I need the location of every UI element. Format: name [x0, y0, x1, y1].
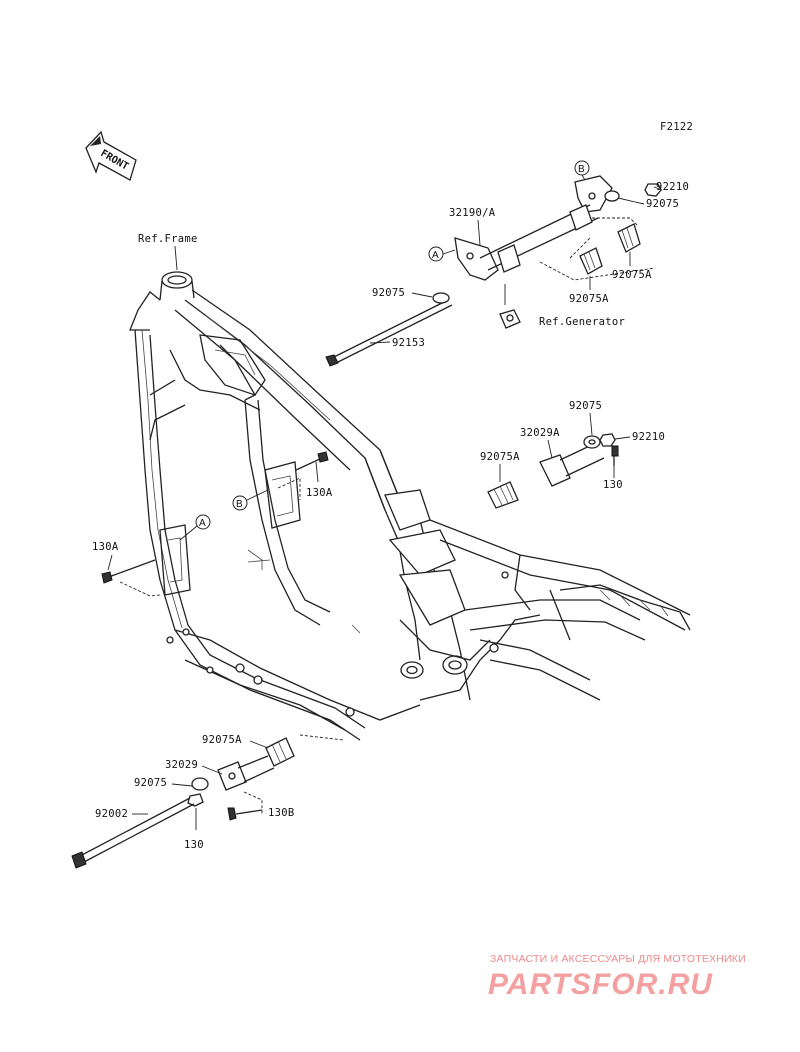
label-130-bottom: 130: [184, 839, 204, 851]
label-92075-top: 92075: [646, 198, 679, 210]
callout-b-top: B: [574, 160, 590, 181]
svg-text:B: B: [578, 164, 585, 175]
engine-bracket-top-assembly: [325, 175, 662, 367]
label-130A-frame: 130A: [306, 487, 333, 499]
label-92075A-mid: 92075A: [480, 451, 520, 463]
svg-text:A: A: [199, 518, 206, 529]
motorcycle-frame: [129, 271, 691, 741]
engine-bracket-mid-assembly: [487, 433, 619, 509]
ref-frame-leader: [174, 245, 178, 271]
callout-b-frame: B: [232, 489, 269, 511]
label-130A-left: 130A: [92, 541, 119, 553]
engine-bracket-bottom-assembly: [71, 734, 345, 869]
label-130-mid: 130: [603, 479, 623, 491]
bolt-130A-left: [101, 559, 161, 597]
watermark-brand: PARTSFOR.RU: [488, 968, 713, 1001]
ref-frame-label: Ref.Frame: [138, 233, 198, 245]
label-92075A-bottom: 92075A: [202, 734, 242, 746]
front-arrow-icon: FRONT: [85, 130, 137, 181]
svg-text:A: A: [432, 250, 439, 261]
label-32190A: 32190/A: [449, 207, 496, 219]
watermark: ЗАПЧАСТИ И АКСЕССУАРЫ ДЛЯ МОТОТЕХНИКИ PA…: [488, 953, 746, 1001]
label-92210-mid: 92210: [632, 431, 665, 443]
watermark-tagline: ЗАПЧАСТИ И АКСЕССУАРЫ ДЛЯ МОТОТЕХНИКИ: [490, 953, 746, 965]
label-92075A-top-mid: 92075A: [569, 293, 609, 305]
figure-code: F2122: [660, 121, 693, 133]
label-92075A-top-right: 92075A: [612, 269, 652, 281]
callout-a-top: A: [428, 246, 456, 262]
label-92075-bottom: 92075: [134, 777, 167, 789]
label-130B: 130B: [268, 807, 295, 819]
callout-a-frame: A: [179, 514, 211, 541]
label-32029A: 32029A: [520, 427, 560, 439]
label-92075-left: 92075: [372, 287, 405, 299]
ref-generator-label: Ref.Generator: [539, 316, 625, 328]
label-92210-top: 92210: [656, 181, 689, 193]
svg-text:B: B: [236, 499, 243, 510]
label-32029: 32029: [165, 759, 198, 771]
label-92153: 92153: [392, 337, 425, 349]
bolt-130A-frame: [277, 451, 329, 500]
label-92075-mid: 92075: [569, 400, 602, 412]
label-92002: 92002: [95, 808, 128, 820]
